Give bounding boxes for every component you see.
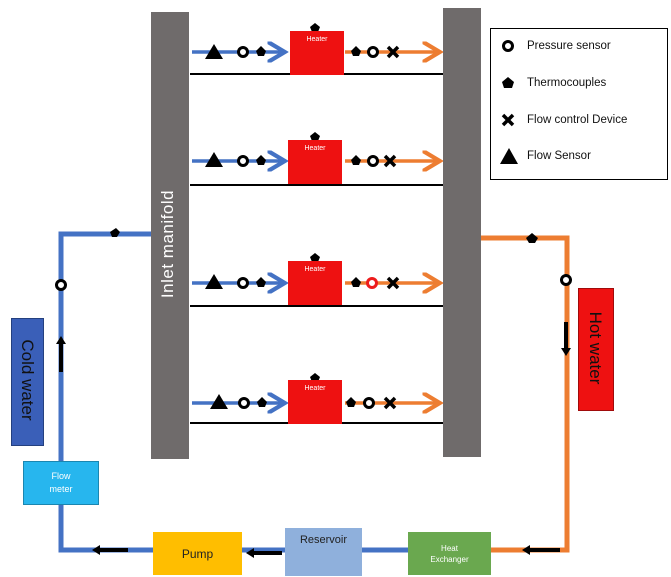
- legend-label: Pressure sensor: [527, 40, 611, 52]
- thermocouple-icon: [351, 46, 361, 56]
- pressure-sensor-icon: [363, 397, 375, 409]
- flow-control-device-icon: [386, 45, 400, 59]
- flow-sensor-icon: [210, 394, 228, 409]
- pressure-sensor-icon: [367, 155, 379, 167]
- test-channel-1: [190, 23, 444, 75]
- legend-label: Flow control Device: [527, 114, 628, 126]
- flow-control-device-icon: [386, 276, 400, 290]
- flow-sensor-icon: [205, 152, 223, 167]
- thermocouple-icon: [256, 277, 266, 287]
- flow-sensor-icon: [500, 148, 518, 164]
- hot-water-label: Hot water: [586, 311, 605, 385]
- thermocouple-icon: [257, 397, 267, 407]
- test-channel-2: [190, 132, 444, 186]
- pressure-sensor-icon: [560, 274, 572, 286]
- pressure-sensor-icon: [502, 40, 514, 52]
- heat-exchanger-label: Heat Exchanger: [430, 543, 469, 564]
- heater-3: Heater: [288, 261, 342, 305]
- legend-item-pressure-sensor: Pressure sensor: [499, 37, 611, 55]
- flow-control-device-icon: [501, 113, 515, 127]
- heater-2: Heater: [288, 140, 342, 184]
- pressure-sensor-icon: [367, 46, 379, 58]
- thermocouple-icon: [351, 155, 361, 165]
- pressure-sensor-icon: [55, 279, 67, 291]
- pump: Pump: [153, 532, 242, 575]
- legend: Pressure sensor Thermocouples Flow contr…: [490, 28, 668, 180]
- flow-sensor-icon: [205, 274, 223, 289]
- test-channel-3: [190, 253, 444, 307]
- hot-water-box: [578, 288, 614, 411]
- cold-water-box: [11, 318, 44, 446]
- heater-4: Heater: [288, 380, 342, 424]
- flow-meter: Flow meter: [23, 461, 99, 505]
- pump-label: Pump: [181, 546, 214, 561]
- legend-label: Thermocouples: [527, 77, 607, 89]
- pressure-sensor-icon: [237, 155, 249, 167]
- thermocouple-icon: [351, 277, 361, 287]
- thermocouple-icon: [346, 397, 356, 407]
- heat-exchanger: Heat Exchanger: [408, 532, 491, 575]
- flow-control-device-icon: [383, 154, 397, 168]
- thermocouple-icon: [310, 132, 320, 141]
- inlet-manifold-label: Inlet manifold: [158, 189, 177, 299]
- thermocouple-icon: [110, 228, 120, 237]
- flow-sensor-icon: [205, 44, 223, 59]
- flow-control-device-icon: [383, 396, 397, 410]
- cold-water-label: Cold water: [18, 339, 37, 421]
- legend-item-flow-control-device: Flow control Device: [499, 111, 627, 129]
- thermocouple-icon: [310, 373, 320, 382]
- thermocouple-icon: [526, 233, 538, 243]
- pressure-sensor-icon: [237, 46, 249, 58]
- hot-loop-pipe: [480, 235, 570, 553]
- reservoir: Reservoir: [285, 528, 362, 576]
- inlet-manifold: [151, 12, 189, 459]
- loop-direction-arrows: [56, 322, 571, 558]
- legend-item-flow-sensor: Flow Sensor: [499, 147, 591, 165]
- outlet-manifold: [443, 8, 481, 457]
- thermocouple-icon: [256, 46, 266, 56]
- flow-meter-label: Flow meter: [49, 471, 73, 494]
- pressure-sensor-icon: [366, 277, 378, 289]
- thermocouple-icon: [502, 77, 514, 88]
- pressure-sensor-icon: [237, 277, 249, 289]
- heater-1: Heater: [290, 31, 344, 75]
- thermocouple-icon: [310, 253, 320, 262]
- legend-label: Flow Sensor: [527, 150, 591, 162]
- reservoir-label: Reservoir: [299, 534, 348, 546]
- thermocouple-icon: [256, 155, 266, 165]
- pressure-sensor-icon: [238, 397, 250, 409]
- loop-instruments: [55, 228, 572, 291]
- thermocouple-icon: [310, 23, 320, 32]
- legend-item-thermocouples: Thermocouples: [499, 74, 606, 92]
